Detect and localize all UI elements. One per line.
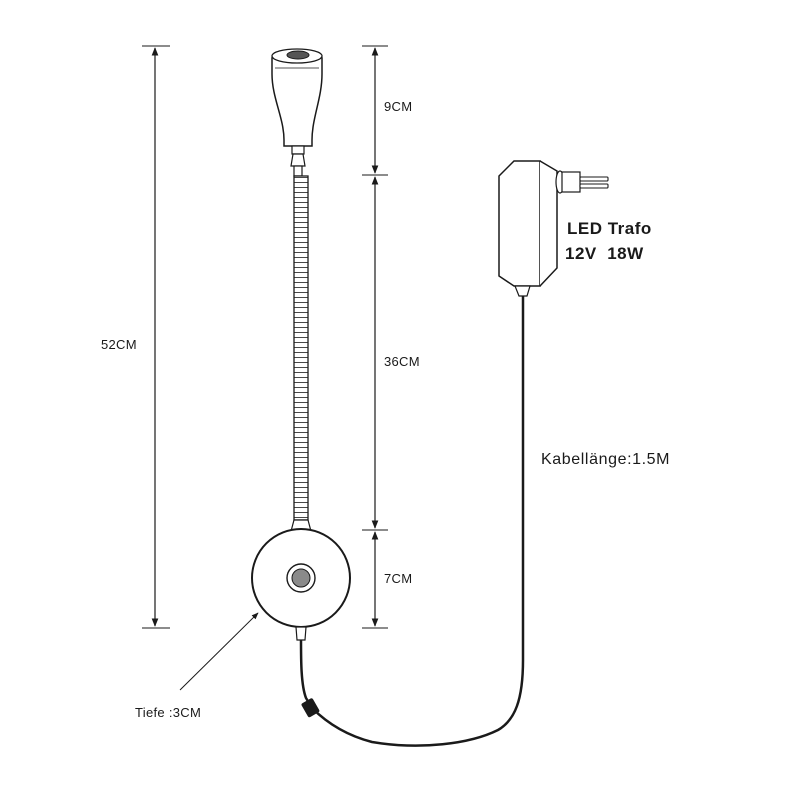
lamp-base-icon — [251, 528, 351, 641]
power-cable-icon — [299, 285, 525, 747]
cable-length-label: Kabellänge:1.5M — [541, 451, 671, 468]
segment-dimensions — [362, 45, 388, 629]
gooseneck-icon — [289, 175, 313, 536]
transformer-spec: 12V 18W — [565, 244, 644, 263]
head-height-label: 9CM — [384, 99, 413, 114]
base-size-label: 7CM — [384, 571, 413, 586]
transformer-title: LED Trafo — [567, 219, 652, 238]
lamp-head-icon — [271, 48, 323, 177]
plug-pin-bottom — [579, 183, 609, 189]
total-height-dimension — [142, 45, 170, 629]
depth-label: Tiefe :3CM — [135, 705, 202, 720]
plug-pin-top — [579, 176, 609, 182]
neck-length-label: 36CM — [384, 354, 420, 369]
total-height-label: 52CM — [101, 337, 137, 352]
inline-switch-icon — [301, 698, 320, 718]
depth-pointer-arrow — [179, 612, 259, 691]
power-adapter-icon — [498, 160, 609, 297]
